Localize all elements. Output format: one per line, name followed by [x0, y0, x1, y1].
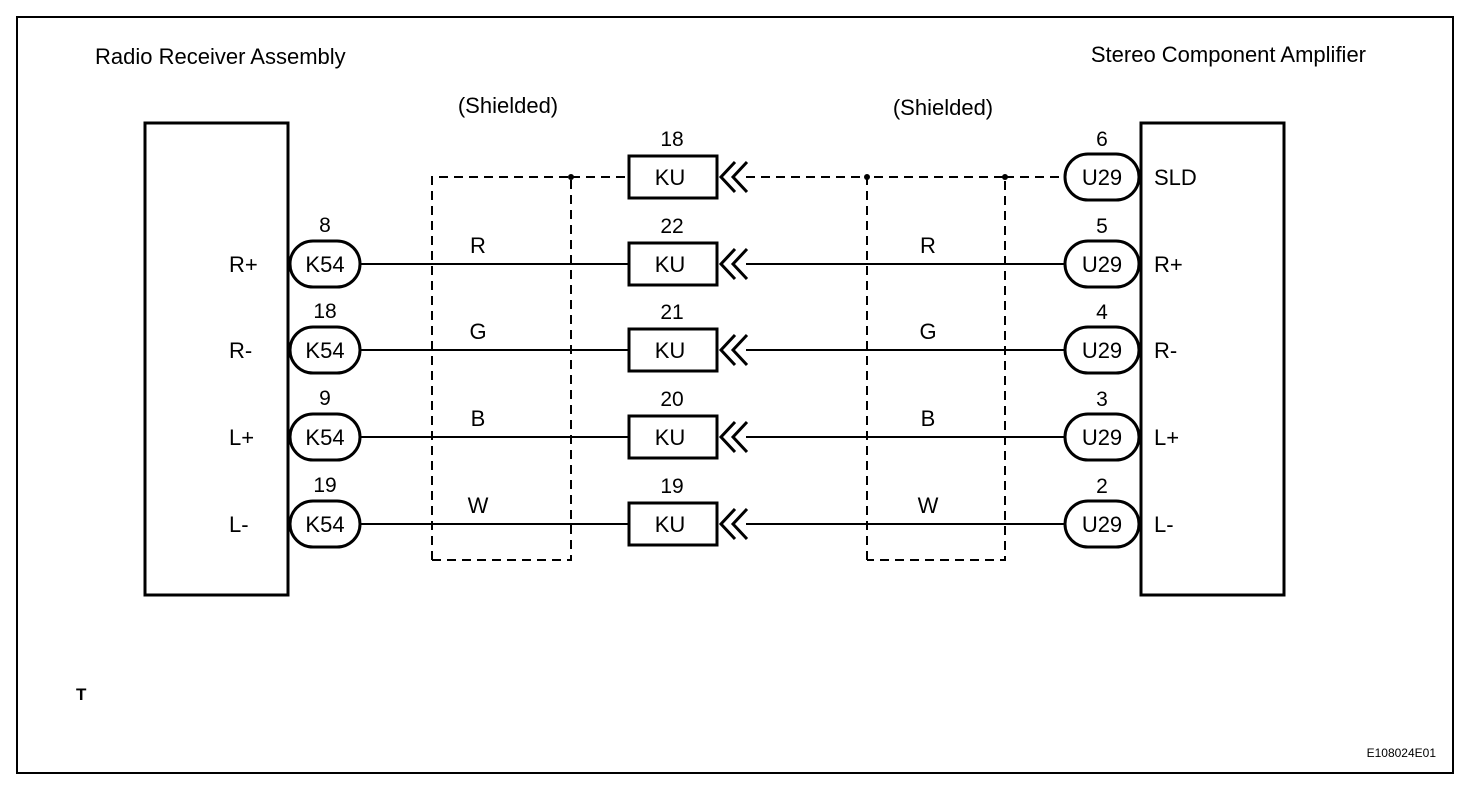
right-terminal-label: L+ [1154, 425, 1179, 450]
amplifier-box [1139, 121, 1286, 597]
junction-connector [627, 241, 719, 287]
shield-right [746, 174, 1065, 561]
shield-label-left: (Shielded) [458, 93, 558, 118]
connector-chevron-icon [718, 420, 749, 454]
junction-pin-number: 18 [660, 128, 683, 151]
wire-color-left: B [471, 406, 486, 431]
right-connector-label: U29 [1082, 425, 1122, 450]
right-component-title: Stereo Component Amplifier [1091, 42, 1366, 67]
connector-chevron-icon [718, 507, 749, 541]
right-connector [1063, 152, 1141, 202]
junction-connector-label: KU [655, 338, 686, 363]
junction-pin-number: 19 [660, 475, 683, 498]
connector-chevron-icon [718, 333, 749, 367]
left-component-title: Radio Receiver Assembly [95, 44, 346, 69]
right-pin-number: 3 [1096, 388, 1108, 411]
left-connector-label: K54 [305, 338, 344, 363]
right-connector-label: U29 [1082, 252, 1122, 277]
wire-color-left: W [468, 493, 489, 518]
junction-connector [627, 154, 719, 200]
left-terminal-label: R- [229, 338, 252, 363]
left-terminal-label: R+ [229, 252, 258, 277]
right-terminal-label: L- [1154, 512, 1174, 537]
right-connector-label: U29 [1082, 512, 1122, 537]
left-terminal-label: L- [229, 512, 249, 537]
junction-pin-number: 21 [660, 301, 683, 324]
right-connector [1063, 499, 1141, 549]
left-terminal-label: L+ [229, 425, 254, 450]
right-terminal-label: R- [1154, 338, 1177, 363]
junction-connector-label: KU [655, 252, 686, 277]
junction-connector-label: KU [655, 512, 686, 537]
wire-color-right: B [921, 406, 936, 431]
radio-receiver-box [143, 121, 290, 597]
wire-color-right: G [919, 319, 936, 344]
wire-color-left: G [469, 319, 486, 344]
diagram-border [16, 16, 1454, 774]
right-connector [1063, 412, 1141, 462]
left-pin-number: 19 [313, 474, 336, 497]
right-pin-number: 4 [1096, 301, 1108, 324]
connector-chevron-icon [718, 160, 749, 194]
right-pin-number: 6 [1096, 128, 1108, 151]
junction-connector-label: KU [655, 425, 686, 450]
junction-connector-label: KU [655, 165, 686, 190]
shield-left [431, 174, 629, 561]
shield-label-right: (Shielded) [893, 95, 993, 120]
corner-marker: T [76, 685, 87, 704]
figure-id: E108024E01 [1367, 746, 1437, 760]
right-pin-number: 5 [1096, 215, 1108, 238]
left-pin-number: 18 [313, 300, 336, 323]
connector-chevron-icon [718, 247, 749, 281]
junction-connector [627, 414, 719, 460]
right-terminal-label: R+ [1154, 252, 1183, 277]
right-connector-label: U29 [1082, 165, 1122, 190]
left-pin-number: 8 [319, 214, 331, 237]
wire-color-right: W [918, 493, 939, 518]
left-pin-number: 9 [319, 387, 331, 410]
junction-pin-number: 22 [660, 215, 683, 238]
wire-color-left: R [470, 233, 486, 258]
right-terminal-label: SLD [1154, 165, 1197, 190]
wire-color-right: R [920, 233, 936, 258]
right-connector-label: U29 [1082, 338, 1122, 363]
right-connector [1063, 239, 1141, 289]
junction-pin-number: 20 [660, 388, 683, 411]
left-connector-label: K54 [305, 252, 344, 277]
right-pin-number: 2 [1096, 475, 1108, 498]
junction-connector [627, 327, 719, 373]
right-connector [1063, 325, 1141, 375]
junction-connector [627, 501, 719, 547]
left-connector-label: K54 [305, 512, 344, 537]
left-connector-label: K54 [305, 425, 344, 450]
